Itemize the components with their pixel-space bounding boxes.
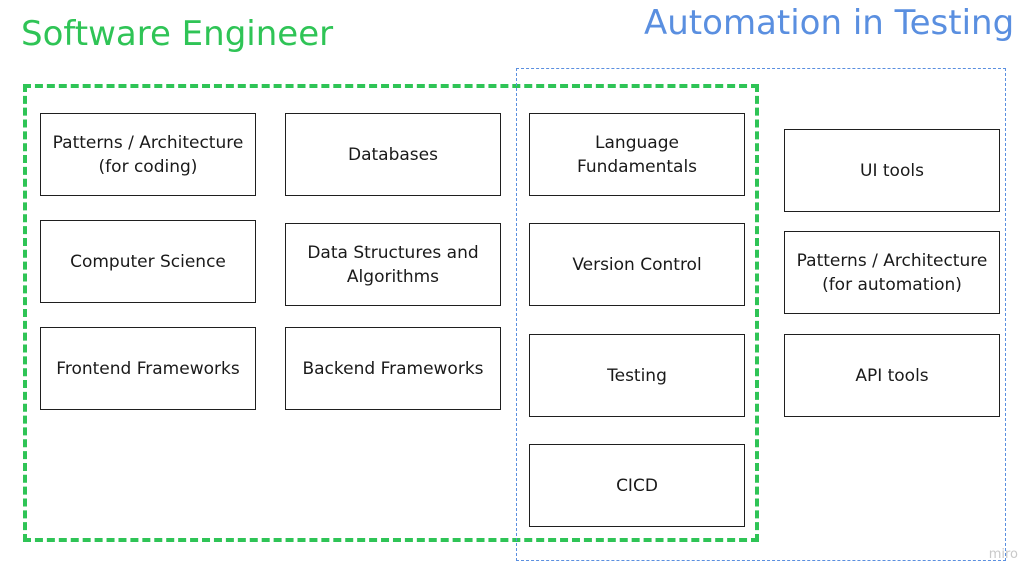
box-label: UI tools <box>860 160 924 181</box>
box-language-fundamentals: Language Fundamentals <box>529 113 745 196</box>
box-label: Databases <box>348 144 438 165</box>
box-label: Language Fundamentals <box>576 132 698 177</box>
box-label: Backend Frameworks <box>302 358 484 379</box>
box-label: Data Structures and Algorithms <box>307 242 479 287</box>
box-label: API tools <box>855 365 929 386</box>
box-label: Frontend Frameworks <box>56 358 240 379</box>
box-label: Patterns / Architecture (for coding) <box>52 132 244 177</box>
software-engineer-frame <box>23 84 759 542</box>
box-label: Testing <box>607 365 667 386</box>
box-version-control: Version Control <box>529 223 745 306</box>
box-databases: Databases <box>285 113 501 196</box>
box-backend-frameworks: Backend Frameworks <box>285 327 501 410</box>
box-label: Computer Science <box>70 251 226 272</box>
box-frontend-frameworks: Frontend Frameworks <box>40 327 256 410</box>
automation-in-testing-frame <box>516 68 1006 561</box>
miro-watermark: miro <box>988 547 1018 562</box>
box-api-tools: API tools <box>784 334 1000 417</box>
software-engineer-title: Software Engineer <box>21 14 334 54</box>
box-ui-tools: UI tools <box>784 129 1000 212</box>
box-patterns-architecture-automation: Patterns / Architecture (for automation) <box>784 231 1000 314</box>
box-label: Patterns / Architecture (for automation) <box>796 250 988 295</box>
box-patterns-architecture-coding: Patterns / Architecture (for coding) <box>40 113 256 196</box>
box-cicd: CICD <box>529 444 745 527</box>
box-testing: Testing <box>529 334 745 417</box>
box-label: CICD <box>616 475 658 496</box>
box-data-structures-algorithms: Data Structures and Algorithms <box>285 223 501 306</box>
box-label: Version Control <box>572 254 702 275</box>
box-computer-science: Computer Science <box>40 220 256 303</box>
automation-in-testing-title: Automation in Testing <box>644 3 1015 43</box>
